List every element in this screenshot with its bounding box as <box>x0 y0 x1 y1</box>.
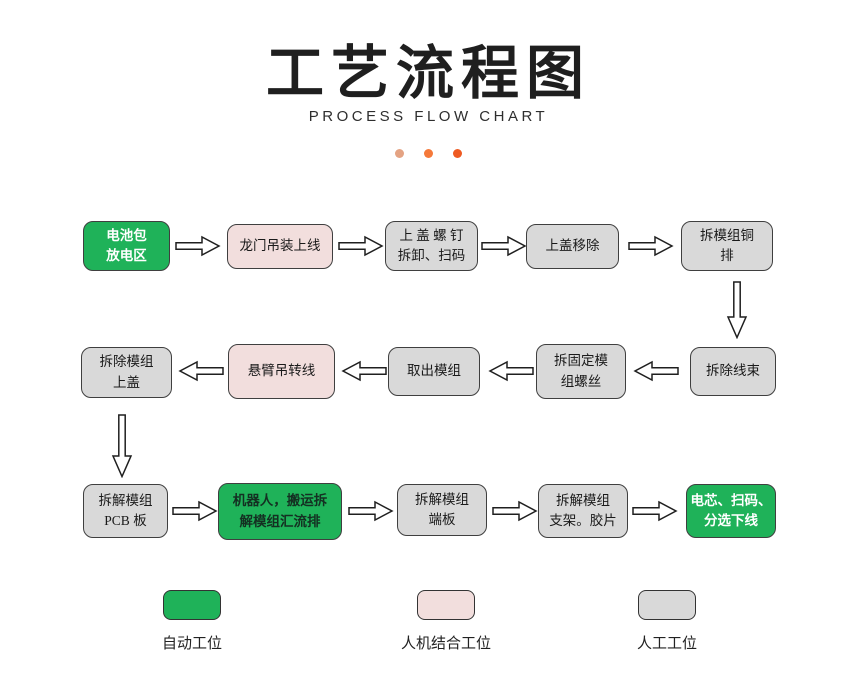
legend-swatch-manual <box>638 590 696 620</box>
flow-node-label: 解模组汇流排 <box>239 513 321 529</box>
flow-arrow-right-icon <box>172 500 218 522</box>
flow-arrow-right-icon <box>348 500 394 522</box>
page-title: 工艺流程图 <box>265 41 591 106</box>
legend-item-auto: 自动工位 <box>127 590 257 653</box>
flow-arrow-right-icon <box>492 500 538 522</box>
flow-arrow-right-icon <box>632 500 678 522</box>
flow-arrow-right-icon <box>175 235 221 257</box>
flow-node-label: 上盖 <box>113 374 140 390</box>
flow-node-label: 龙门吊装上线 <box>239 238 321 254</box>
flow-node-label: 上 盖 螺 钉 <box>399 227 464 243</box>
flow-node-jib-crane-transfer: 悬臂吊转线 <box>228 344 335 399</box>
flow-node-pcb-disassembly: 拆解模组 PCB 板 <box>83 484 168 538</box>
flow-node-cell-sorting-offline: 电芯、扫码、 分选下线 <box>686 484 776 538</box>
legend-label: 人机结合工位 <box>400 636 491 652</box>
flow-arrow-left-icon <box>633 360 679 382</box>
flow-node-busbar-removal: 拆模组铜 排 <box>681 221 773 271</box>
flow-node-label: 拆解模组 <box>415 491 469 507</box>
flow-node-bracket-film-disassembly: 拆解模组 支架。胶片 <box>538 484 628 538</box>
dot-icon <box>424 149 433 158</box>
flow-arrow-down-icon <box>726 281 748 340</box>
flow-node-label: 机器人，搬运拆 <box>232 493 328 509</box>
flow-arrow-right-icon <box>628 235 674 257</box>
flow-node-label: 排 <box>720 248 734 263</box>
legend-label: 自动工位 <box>161 636 222 652</box>
flow-arrow-down-icon <box>111 414 133 479</box>
flow-arrow-left-icon <box>341 360 387 382</box>
legend-item-manual: 人工工位 <box>602 590 732 653</box>
decorative-dots <box>0 149 857 159</box>
dot-icon <box>394 149 404 158</box>
flow-arrow-left-icon <box>488 360 534 382</box>
flow-node-label: 拆固定模 <box>554 353 608 369</box>
legend-label: 人工工位 <box>636 636 697 652</box>
flow-node-robot-busbar-disassembly: 机器人，搬运拆 解模组汇流排 <box>218 483 342 540</box>
flow-node-label: 端板 <box>428 512 456 527</box>
flow-node-label: 组螺丝 <box>560 373 602 389</box>
legend-swatch-hybrid <box>417 590 475 620</box>
flow-node-cover-removal: 上盖移除 <box>526 224 619 269</box>
flow-node-module-takeout: 取出模组 <box>388 347 480 396</box>
flow-node-label: 拆解模组 <box>98 492 153 508</box>
flow-node-harness-removal: 拆除线束 <box>690 347 776 396</box>
flow-arrow-left-icon <box>178 360 224 382</box>
flow-node-label: 拆除线束 <box>706 363 760 379</box>
flow-node-label: 电芯、扫码、 <box>690 492 772 508</box>
flow-node-label: 电池包 <box>106 227 147 243</box>
flow-node-label: 上盖移除 <box>545 238 600 254</box>
flow-arrow-right-icon <box>338 235 384 257</box>
flow-node-gantry-hoist: 龙门吊装上线 <box>227 224 333 269</box>
legend-swatch-auto <box>163 590 221 620</box>
legend-item-hybrid: 人机结合工位 <box>381 590 511 653</box>
flow-node-label: 拆解模组 <box>556 492 610 508</box>
flow-node-label: 拆除模组 <box>99 354 154 370</box>
flow-node-cover-screw-removal: 上 盖 螺 钉 拆卸、扫码 <box>385 221 478 271</box>
flow-node-label: 分选下线 <box>704 513 758 528</box>
flow-node-endplate-disassembly: 拆解模组 端板 <box>397 484 487 536</box>
flow-node-battery-pack-discharge: 电池包 放电区 <box>83 221 170 271</box>
flow-node-label: 放电区 <box>106 248 147 263</box>
flow-node-label: 悬臂吊转线 <box>247 363 316 379</box>
flow-arrow-right-icon <box>481 235 527 257</box>
flow-node-label: PCB 板 <box>104 513 147 528</box>
page-subtitle: PROCESS FLOW CHART <box>308 108 549 125</box>
flow-node-label: 拆模组铜 <box>700 227 754 243</box>
flow-node-label: 拆卸、扫码 <box>397 248 466 263</box>
dot-icon <box>453 149 463 158</box>
flow-node-label: 取出模组 <box>407 363 461 379</box>
flow-node-module-screw-removal: 拆固定模 组螺丝 <box>536 344 626 399</box>
flow-node-module-cover-removal: 拆除模组 上盖 <box>81 347 172 398</box>
flow-node-label: 支架。胶片 <box>549 513 617 528</box>
